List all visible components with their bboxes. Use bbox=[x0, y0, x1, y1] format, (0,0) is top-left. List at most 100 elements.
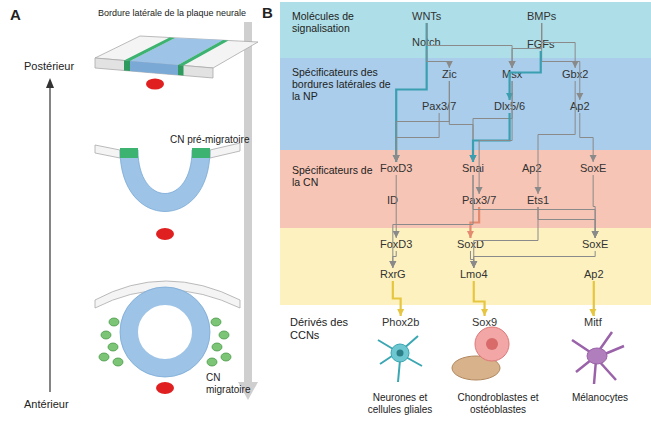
arrow-head bbox=[592, 231, 599, 238]
gene-node: Snai bbox=[460, 162, 486, 175]
gene-name: Ap2 bbox=[522, 162, 542, 175]
arrow-head bbox=[592, 231, 599, 238]
gene-name: Ap2 bbox=[570, 100, 590, 113]
regulatory-arrow bbox=[393, 23, 427, 162]
gene-node: FGFs bbox=[525, 38, 557, 51]
connector-line bbox=[542, 23, 580, 100]
text-label: Postérieur bbox=[24, 60, 94, 73]
gene-name: FGFs bbox=[527, 38, 555, 51]
gene-name: Mitf bbox=[584, 316, 602, 329]
regulatory-arrow bbox=[589, 281, 596, 316]
gene-name: SoxE bbox=[582, 238, 608, 251]
neural-plate-edge bbox=[130, 61, 178, 75]
connector-line bbox=[479, 81, 512, 194]
neuron-cell bbox=[378, 336, 422, 382]
neural-tube-outline bbox=[120, 287, 210, 377]
connector-line bbox=[538, 81, 575, 194]
text-label: CN pré-migratoire bbox=[170, 134, 250, 146]
arrow-head bbox=[572, 61, 579, 68]
gene-name: Ets1 bbox=[527, 194, 549, 207]
gene-name: Snai bbox=[462, 162, 484, 175]
gene-name: Phox2b bbox=[382, 316, 419, 329]
arrow-head bbox=[509, 61, 516, 68]
regulatory-arrow bbox=[470, 251, 595, 268]
arrow-head bbox=[589, 309, 596, 316]
migratory-nc-cells bbox=[99, 318, 231, 366]
regulatory-arrow bbox=[393, 175, 400, 238]
axis-arrow bbox=[49, 86, 50, 392]
regulatory-arrow bbox=[389, 175, 473, 268]
regulatory-arrow bbox=[474, 281, 488, 316]
ectoderm bbox=[95, 145, 120, 158]
gene-node: SoxE bbox=[578, 162, 608, 175]
gene-name: Msx bbox=[502, 68, 522, 81]
gene-node: Sox9 bbox=[470, 316, 499, 329]
gene-name: Ap2 bbox=[584, 268, 604, 281]
arrow-head bbox=[389, 261, 396, 268]
gene-node: Ap2 bbox=[568, 100, 592, 113]
gene-node: SoxE bbox=[580, 238, 610, 251]
arrow-head bbox=[446, 61, 453, 68]
gene-name: Lmo4 bbox=[460, 268, 488, 281]
regulatory-arrow bbox=[470, 113, 510, 162]
connector-line bbox=[426, 49, 449, 68]
gene-node: ID bbox=[385, 194, 400, 207]
regulatory-arrow bbox=[509, 23, 542, 68]
text-label: Antérieur bbox=[24, 398, 94, 411]
text-label: B bbox=[262, 4, 278, 21]
regulatory-arrow bbox=[580, 113, 597, 162]
arrow-head bbox=[476, 187, 483, 194]
gene-name: SoxE bbox=[580, 162, 606, 175]
gene-node: Phox2b bbox=[380, 316, 421, 329]
arrow-head bbox=[535, 187, 542, 194]
regulatory-arrow bbox=[506, 51, 541, 100]
arrow-head bbox=[470, 261, 477, 268]
arrow-head bbox=[393, 155, 400, 162]
connector-line bbox=[396, 113, 439, 162]
regulatory-arrow bbox=[535, 81, 576, 194]
chondroblast bbox=[475, 327, 509, 361]
gene-name: Pax3/7 bbox=[422, 100, 456, 113]
connector-line bbox=[396, 81, 449, 162]
premigratory-nc bbox=[192, 148, 210, 158]
chondroblast-nucleus bbox=[486, 338, 498, 350]
gene-name: Pax3/7 bbox=[462, 194, 496, 207]
regulatory-arrow bbox=[393, 113, 439, 162]
gene-name: Gbx2 bbox=[562, 68, 588, 81]
gene-node: Lmo4 bbox=[458, 268, 490, 281]
gene-node: Ets1 bbox=[525, 194, 551, 207]
connector-line bbox=[427, 23, 512, 68]
gene-node: BMPs bbox=[525, 10, 558, 23]
connector-line bbox=[593, 175, 595, 238]
arrow-head bbox=[470, 155, 477, 162]
gene-name: SoxD bbox=[457, 238, 484, 251]
melanocyte-cell bbox=[572, 332, 624, 384]
arrow-head bbox=[470, 261, 477, 268]
connector-line bbox=[474, 207, 538, 268]
text-label: Chondroblastes et ostéoblastes bbox=[448, 392, 548, 416]
regulatory-arrow bbox=[538, 207, 599, 238]
gene-node: Ap2 bbox=[520, 162, 544, 175]
text-label: CN migratoire bbox=[206, 372, 254, 396]
band-heading: Spécificateurs de la CN bbox=[292, 164, 382, 188]
gene-name: Sox9 bbox=[472, 316, 497, 329]
neural-border bbox=[178, 40, 229, 66]
notochord bbox=[146, 79, 164, 90]
gene-node: Pax3/7 bbox=[420, 100, 458, 113]
arrow-head bbox=[470, 261, 477, 268]
gene-node: Zic bbox=[440, 68, 459, 81]
gene-name: FoxD3 bbox=[380, 162, 412, 175]
time-arrow bbox=[244, 22, 252, 384]
arrow-head bbox=[389, 261, 396, 268]
text-label: A bbox=[10, 6, 30, 23]
neural-border bbox=[178, 65, 184, 76]
notochord bbox=[156, 382, 174, 394]
arrow-head bbox=[467, 231, 474, 238]
neural-border bbox=[124, 38, 175, 62]
gene-node: Msx bbox=[500, 68, 524, 81]
regulatory-arrow bbox=[473, 175, 599, 238]
gene-name: BMPs bbox=[527, 10, 556, 23]
connector-line bbox=[396, 175, 397, 238]
gene-node: Gbx2 bbox=[560, 68, 590, 81]
